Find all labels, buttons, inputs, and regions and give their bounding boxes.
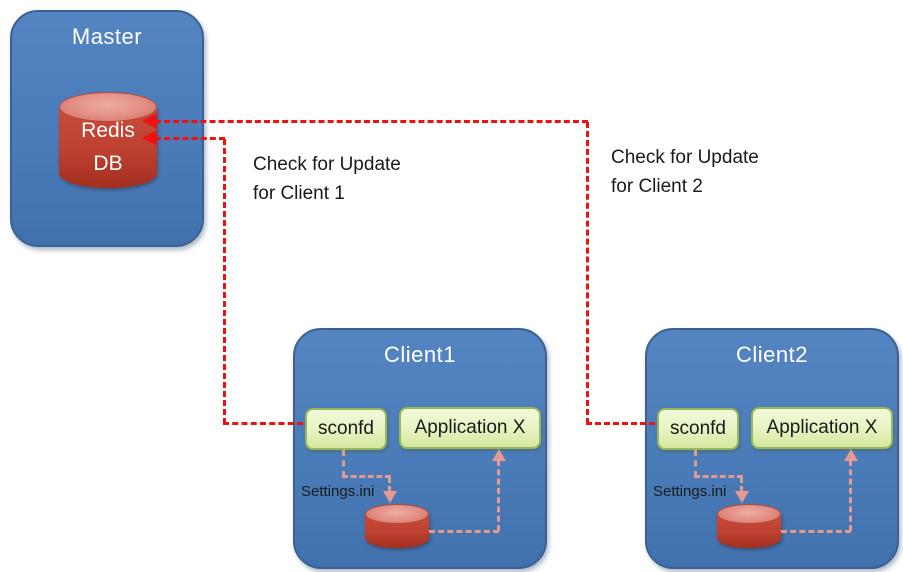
client1-settings-to-app-seg2 (497, 460, 500, 531)
client1-sconfd-to-settings-seg3 (388, 477, 391, 492)
annotation-client1: Check for Update for Client 1 (253, 150, 401, 208)
client1-settings-cylinder-icon (365, 504, 429, 548)
client2-sconfd-box: sconfd (657, 408, 739, 450)
arrow-client1-horizontal-top (155, 137, 225, 140)
client1-settings-to-app-seg1 (429, 530, 499, 533)
annotation-client2-line1: Check for Update (611, 147, 759, 168)
arrow-client1-horizontal-bottom (223, 422, 303, 425)
cylinder-top (59, 92, 157, 122)
client2-sconfd-to-settings-seg2 (694, 475, 743, 478)
client2-application-label: Application X (766, 417, 878, 438)
client1-sconfd-to-settings-seg1 (342, 450, 345, 477)
client1-application-label: Application X (414, 417, 526, 438)
redis-db-line2: DB (93, 152, 123, 175)
master-title: Master (71, 24, 143, 49)
annotation-client1-line1: Check for Update (253, 154, 401, 175)
annotation-client1-line2: for Client 1 (253, 183, 345, 204)
client2-sconfd-to-settings-seg3 (740, 477, 743, 492)
client1-sconfd-to-settings-seg2 (342, 475, 391, 478)
client2-settings-cylinder-icon (717, 504, 781, 548)
client2-sconfd-to-settings-seg1 (694, 450, 697, 477)
cylinder-top (365, 504, 429, 524)
arrow-client1-vertical (223, 139, 226, 424)
arrow-client2-horizontal-bottom (586, 422, 655, 425)
master-node: Master Redis DB (10, 10, 204, 247)
arrow-client2-vertical (586, 122, 589, 424)
annotation-client2: Check for Update for Client 2 (611, 143, 759, 201)
client2-application-box: Application X (751, 407, 893, 449)
client2-settings-to-app-seg2 (849, 460, 852, 531)
client1-sconfd-box: sconfd (305, 408, 387, 450)
annotation-client2-line2: for Client 2 (611, 176, 703, 197)
client1-app-arrowhead-icon (492, 449, 506, 461)
client2-settings-arrowhead-icon (735, 491, 749, 503)
arrowhead-client2-icon (142, 113, 157, 129)
arrowhead-client1-icon (142, 130, 157, 146)
client1-title: Client1 (384, 342, 456, 367)
cylinder-top (717, 504, 781, 524)
redis-db-line1: Redis (81, 119, 135, 142)
client1-settings-arrowhead-icon (383, 491, 397, 503)
client2-node: Client2 sconfd Application X Settings.in… (645, 328, 899, 569)
client2-settings-ini-label: Settings.ini (653, 483, 727, 500)
redis-db-cylinder-icon: Redis DB (59, 92, 157, 188)
client1-node: Client1 sconfd Application X Settings.in… (293, 328, 547, 569)
arrow-client2-horizontal-top (155, 120, 588, 123)
client1-settings-ini-label: Settings.ini (301, 483, 375, 500)
client1-sconfd-label: sconfd (318, 418, 374, 439)
client2-sconfd-label: sconfd (670, 418, 726, 439)
client2-settings-to-app-seg1 (781, 530, 851, 533)
client1-application-box: Application X (399, 407, 541, 449)
client2-title: Client2 (736, 342, 808, 367)
client2-app-arrowhead-icon (844, 449, 858, 461)
redis-db-label: Redis DB (59, 114, 157, 180)
